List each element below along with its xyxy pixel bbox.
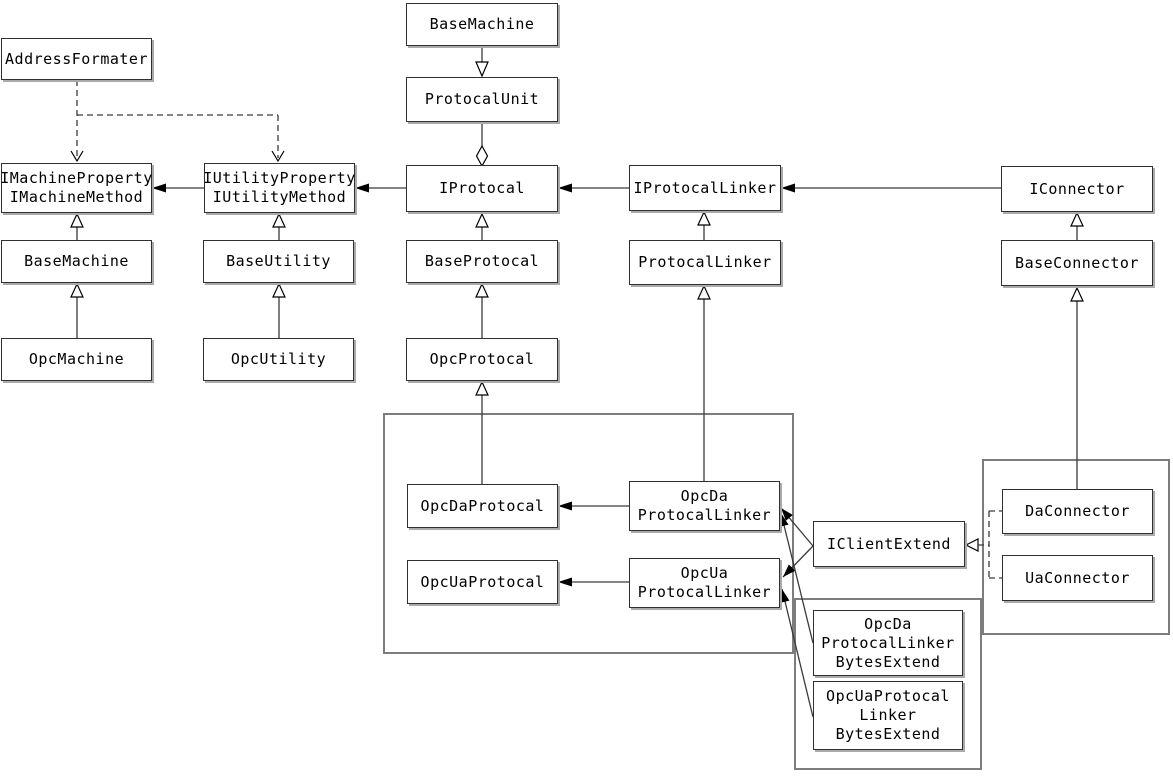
class-label: OpcDaProtocal bbox=[420, 496, 545, 515]
class-box-i-client-extend: IClientExtend bbox=[813, 521, 965, 567]
class-box-opc-ua-protocal-linker: OpcUa ProtocalLinker bbox=[629, 558, 780, 608]
class-box-opc-utility: OpcUtility bbox=[203, 338, 354, 381]
class-box-da-connector: DaConnector bbox=[1002, 489, 1153, 534]
class-label: IConnector bbox=[1029, 179, 1125, 198]
class-label: OpcDa ProtocalLinker BytesExtend bbox=[821, 614, 955, 671]
class-box-i-utility: IUtilityProperty IUtilityMethod bbox=[203, 163, 356, 213]
class-box-base-utility: BaseUtility bbox=[203, 240, 354, 283]
class-label: IUtilityProperty IUtilityMethod bbox=[203, 169, 356, 206]
class-box-opc-ua-protocal: OpcUaProtocal bbox=[407, 560, 558, 604]
edge-addressformater-iutility bbox=[77, 114, 285, 163]
class-label: OpcUa ProtocalLinker bbox=[637, 564, 772, 601]
class-label: BaseUtility bbox=[226, 252, 331, 270]
edge-iconnector-iprotocallinker bbox=[781, 183, 1001, 193]
class-label: ProtocalUnit bbox=[424, 90, 540, 108]
class-box-opc-da-protocal: OpcDaProtocal bbox=[407, 484, 558, 528]
class-label: DaConnector bbox=[1025, 502, 1130, 520]
class-box-address-formater: AddressFormater bbox=[1, 38, 152, 80]
class-box-ua-connector: UaConnector bbox=[1002, 555, 1153, 601]
class-label: OpcUaProtocal Linker BytesExtend bbox=[826, 687, 950, 743]
class-box-base-connector: BaseConnector bbox=[1001, 240, 1153, 286]
class-label: UaConnector bbox=[1025, 568, 1130, 587]
edge-iutility-imachine bbox=[152, 183, 204, 193]
class-label: AddressFormater bbox=[5, 49, 148, 68]
class-box-protocal-linker: ProtocalLinker bbox=[629, 240, 781, 285]
class-label: BaseConnector bbox=[1015, 253, 1139, 272]
class-box-opc-machine: OpcMachine bbox=[1, 338, 152, 381]
class-box-base-protocal: BaseProtocal bbox=[406, 240, 558, 283]
edge-opcprotocal-baseprotocal bbox=[475, 282, 489, 338]
edge-basemachine-imachine bbox=[70, 212, 84, 240]
class-label: OpcProtocal bbox=[429, 350, 535, 368]
group-connectors bbox=[982, 459, 1170, 635]
class-label: ProtocalLinker bbox=[638, 253, 772, 271]
class-label: IClientExtend bbox=[827, 534, 951, 553]
class-label: OpcDa ProtocalLinker bbox=[637, 487, 772, 524]
class-box-opc-ua-bytes-extend: OpcUaProtocal Linker BytesExtend bbox=[813, 681, 963, 750]
class-box-opc-da-protocal-linker: OpcDa ProtocalLinker bbox=[629, 481, 780, 531]
class-box-protocal-unit: ProtocalUnit bbox=[406, 77, 558, 122]
class-box-base-machine-top: BaseMachine bbox=[406, 3, 558, 46]
group-opc-protocal-implementations bbox=[383, 413, 794, 654]
class-label: OpcUtility bbox=[230, 350, 327, 368]
class-label: IProtocalLinker bbox=[633, 178, 777, 197]
edge-iprotocallinker-iprotocal bbox=[558, 183, 629, 193]
class-box-opc-da-bytes-extend: OpcDa ProtocalLinker BytesExtend bbox=[813, 610, 963, 676]
class-box-i-protocal-linker: IProtocalLinker bbox=[629, 165, 781, 211]
class-label: IProtocal bbox=[439, 179, 525, 197]
class-box-i-machine: IMachineProperty IMachineMethod bbox=[0, 163, 153, 213]
class-label: BaseMachine bbox=[429, 15, 535, 33]
edge-baseutility-iutility bbox=[272, 212, 286, 240]
class-label: OpcMachine bbox=[28, 350, 125, 368]
edge-basemachine-protocalunit bbox=[475, 45, 489, 78]
class-box-base-machine-left: BaseMachine bbox=[1, 240, 152, 283]
edge-iprotocal-iutility bbox=[355, 183, 406, 193]
class-box-i-connector: IConnector bbox=[1001, 166, 1153, 212]
class-label: IMachineProperty IMachineMethod bbox=[0, 169, 153, 206]
edge-protocalunit-iprotocal bbox=[475, 122, 489, 168]
edge-baseconnector-iconnector bbox=[1070, 211, 1084, 240]
class-label: BaseMachine bbox=[24, 252, 129, 270]
edge-opcmachine-basemachine bbox=[70, 282, 84, 338]
class-label: BaseProtocal bbox=[424, 252, 540, 270]
edge-protocallinker-iprotocallinker bbox=[697, 210, 711, 240]
class-label: OpcUaProtocal bbox=[420, 572, 545, 591]
class-box-i-protocal: IProtocal bbox=[406, 165, 558, 212]
edge-baseprotocal-iprotocal bbox=[475, 212, 489, 240]
edge-opcutility-baseutility bbox=[272, 282, 286, 338]
edge-addressformater-imachine bbox=[70, 80, 84, 163]
class-box-opc-protocal: OpcProtocal bbox=[406, 338, 558, 381]
